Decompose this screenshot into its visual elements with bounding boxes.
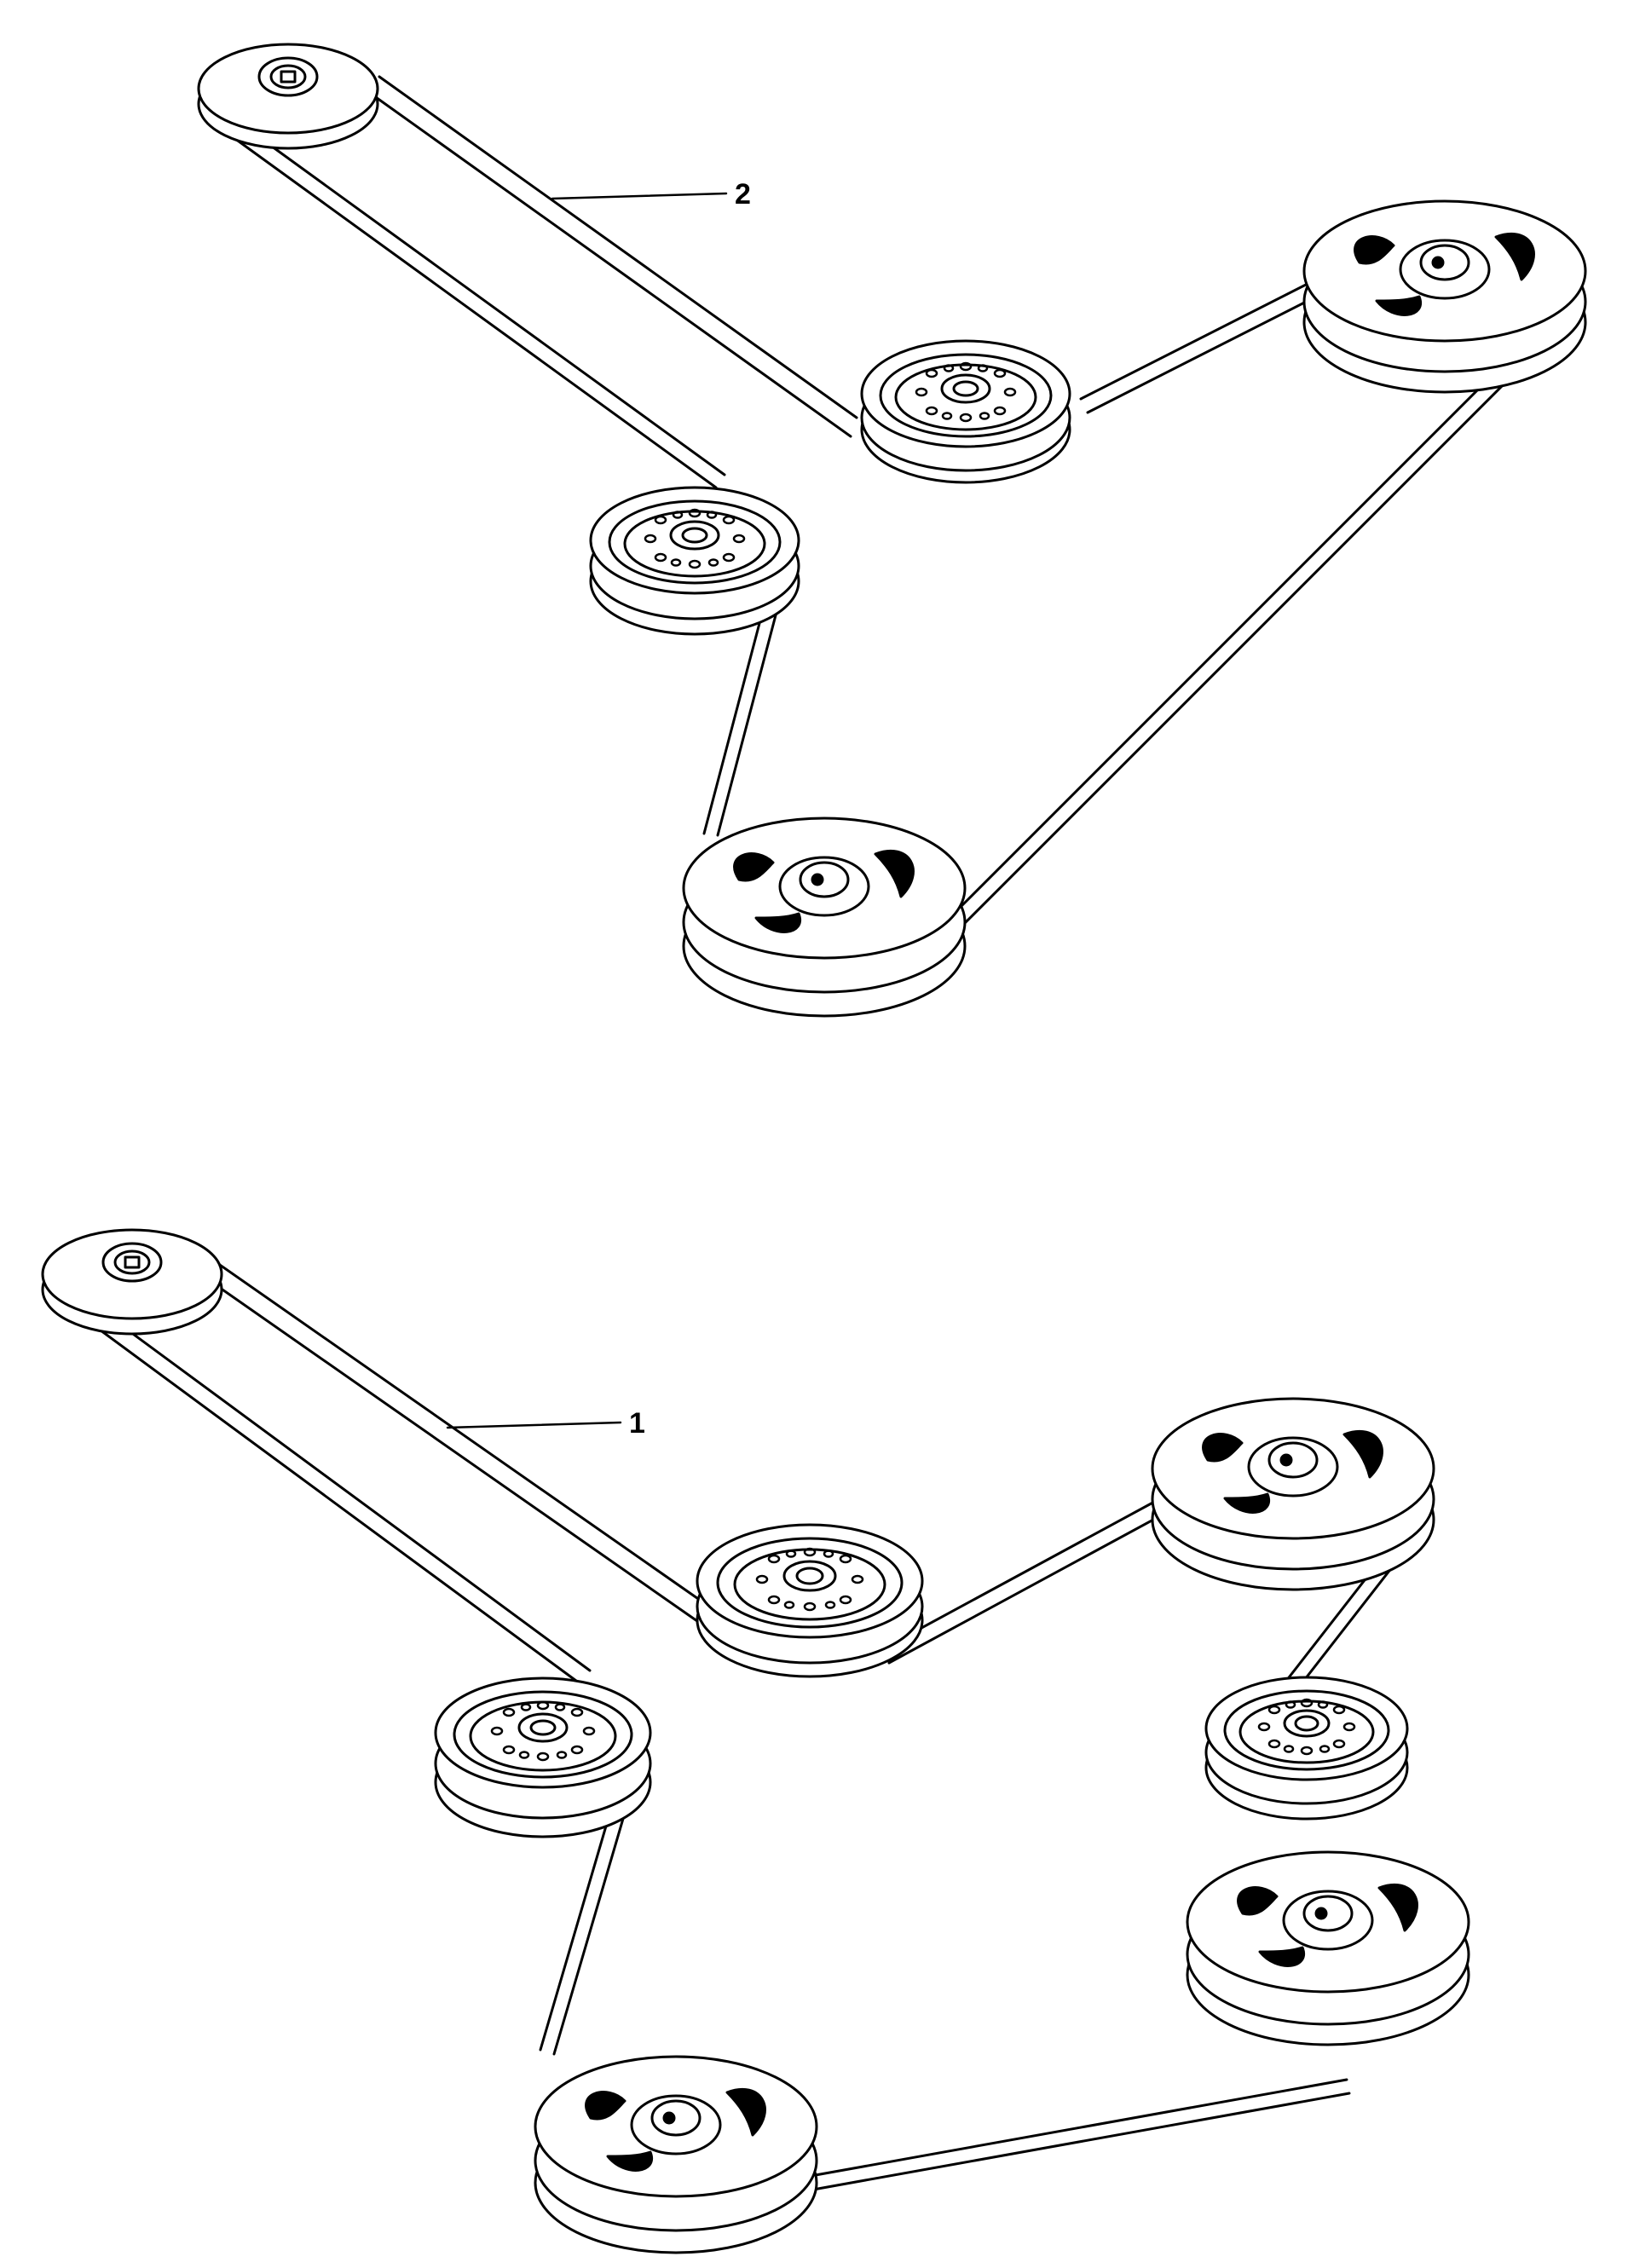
lower-spindle-pulley	[682, 817, 967, 1018]
callout-2-leader	[551, 192, 728, 200]
left-idler-pulley	[589, 486, 800, 636]
lower-belt-assembly	[41, 1228, 1470, 2254]
callout-2-label: 2	[735, 178, 751, 211]
engine-pulley	[41, 1228, 223, 1336]
engine-pulley	[197, 43, 379, 150]
right-spindle-pulley	[1302, 199, 1587, 394]
upper-belt-assembly	[197, 43, 1587, 1018]
callout-1-label: 1	[629, 1407, 645, 1440]
lower-right-spindle-pulley	[1186, 1850, 1470, 2046]
left-idler-pulley	[434, 1676, 652, 1838]
right-idler-pulley	[1204, 1676, 1409, 1821]
center-idler-pulley	[696, 1523, 924, 1678]
center-idler-pulley	[860, 339, 1071, 484]
callout-1-leader	[446, 1421, 622, 1429]
upper-right-spindle-pulley	[1151, 1397, 1435, 1591]
lower-left-spindle-pulley	[534, 2055, 818, 2254]
